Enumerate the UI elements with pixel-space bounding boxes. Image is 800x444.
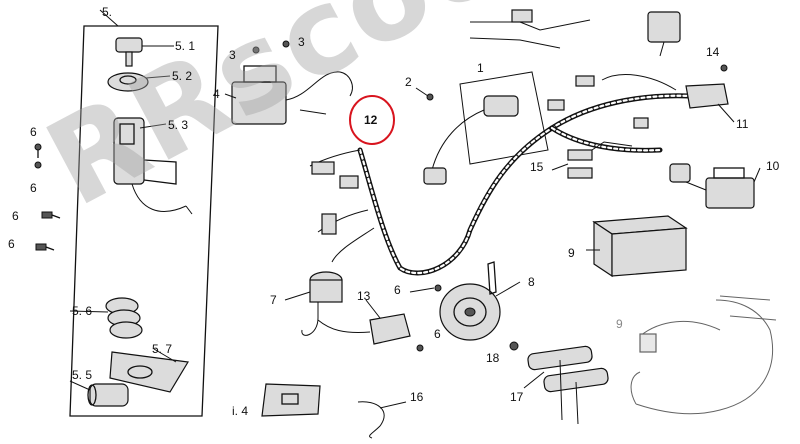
callout-1: 1 <box>477 61 484 75</box>
bracket-part-14 <box>261 383 321 417</box>
callout-5-3: 5. 3 <box>168 118 189 132</box>
relay-part <box>231 40 353 125</box>
callout-3-a: 3 <box>229 48 236 62</box>
callout-18: 18 <box>486 351 500 365</box>
callout-5-5: 5. 5 <box>72 368 93 382</box>
horn-part <box>439 261 501 341</box>
screw-parts-left <box>34 143 61 251</box>
screw-part-lower <box>416 344 424 352</box>
cdi-unit-part <box>423 71 549 185</box>
callout-6-a: 6 <box>30 125 37 139</box>
seat-lock-part <box>87 383 129 407</box>
lock-bracket-part <box>109 351 189 393</box>
callout-5-7: 5. 7 <box>152 342 173 356</box>
callout-17: 17 <box>510 390 524 404</box>
brake-switch-part <box>527 345 609 425</box>
callout-14-b: i. 4 <box>232 404 249 418</box>
callout-3-b: 3 <box>298 35 305 49</box>
callout-5-1: 5. 1 <box>175 39 196 53</box>
connector-part-15 <box>567 141 633 179</box>
callout-5: 5. <box>102 5 113 19</box>
main-wiring-harness <box>309 74 693 276</box>
callout-6-f: 6 <box>434 327 441 341</box>
callout-5-2: 5. 2 <box>172 69 193 83</box>
callout-15: 15 <box>530 160 544 174</box>
leader-lines <box>69 45 761 409</box>
ignition-coil-part <box>301 271 343 336</box>
cable-part-16 <box>357 401 385 439</box>
top-wire-detail <box>469 9 591 49</box>
callout-6-d: 6 <box>8 237 15 251</box>
turn-signal-relay-part <box>647 11 681 57</box>
callout-9: 9 <box>568 246 575 260</box>
callout-4: 4 <box>213 87 220 101</box>
callout-16: 16 <box>410 390 424 404</box>
callout-13: 13 <box>357 289 371 303</box>
callout-8: 8 <box>528 275 535 289</box>
secondary-harness <box>630 295 777 415</box>
screw-part-18 <box>509 341 519 351</box>
callout-14: 14 <box>706 45 720 59</box>
key-part <box>115 37 143 67</box>
highlight-circle <box>349 95 395 145</box>
rubber-boot-part <box>105 297 143 339</box>
callout-12: 12 <box>364 113 378 127</box>
callout-10: 10 <box>766 159 780 173</box>
regulator-part <box>669 163 755 209</box>
spark-cap-part <box>317 313 411 345</box>
callout-6-c: 6 <box>12 209 19 223</box>
connector-bracket-part <box>685 64 729 109</box>
screw-part-2 <box>415 87 434 101</box>
callout-5-6: 5. 6 <box>72 304 93 318</box>
callout-11: 11 <box>736 117 749 131</box>
screw-part-middle <box>409 284 442 293</box>
callout-6-e: 6 <box>394 283 401 297</box>
battery-part <box>592 215 688 278</box>
ignition-set-frame <box>69 9 219 417</box>
callout-6-b: 6 <box>30 181 37 195</box>
callout-9-faded: 9 <box>616 317 623 331</box>
lock-cap-part <box>107 72 149 92</box>
callout-2: 2 <box>405 75 412 89</box>
callout-7: 7 <box>270 293 277 307</box>
ignition-switch-part <box>113 117 193 215</box>
